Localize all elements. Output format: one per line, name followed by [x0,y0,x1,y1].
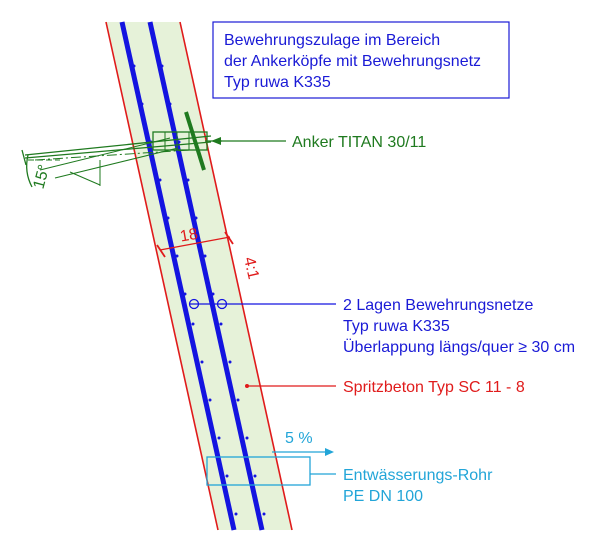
slope-label: 4:1 [240,255,262,281]
thickness-label: 18 [179,226,200,246]
wall-left-edge [105,21,219,531]
anchor-leader-arrow [211,137,221,145]
drain-slope-label: 5 % [285,430,313,447]
mesh-line-2: Typ ruwa K335 [343,318,450,335]
drain-line-2: PE DN 100 [343,488,423,505]
title-line-2: der Ankerköpfe mit Bewehrungsnetz [224,53,481,70]
angle-annotation [26,154,60,188]
anchor-label: Anker TITAN 30/11 [292,134,426,151]
mesh-layer-outer [119,21,237,531]
mesh-line-1: 2 Lagen Bewehrungsnetze [343,297,533,314]
drain-slope-arrowhead [325,448,334,456]
mesh-dots [132,64,266,516]
drain-line-1: Entwässerungs-Rohr [343,467,493,484]
title-box [212,21,510,99]
mesh-line-3: Überlappung längs/quer ≥ 30 cm [343,338,575,356]
wall-right-edge [179,21,293,531]
thickness-dimension [156,231,234,258]
angle-label: 15° [31,163,54,191]
shotcrete-label: Spritzbeton Typ SC 11 - 8 [343,379,525,396]
title-line-1: Bewehrungszulage im Bereich [224,32,440,49]
drain-pipe [206,456,311,486]
anchor-assembly [21,111,222,186]
title-line-3: Typ ruwa K335 [224,74,331,91]
mesh-layer-inner [147,21,265,531]
